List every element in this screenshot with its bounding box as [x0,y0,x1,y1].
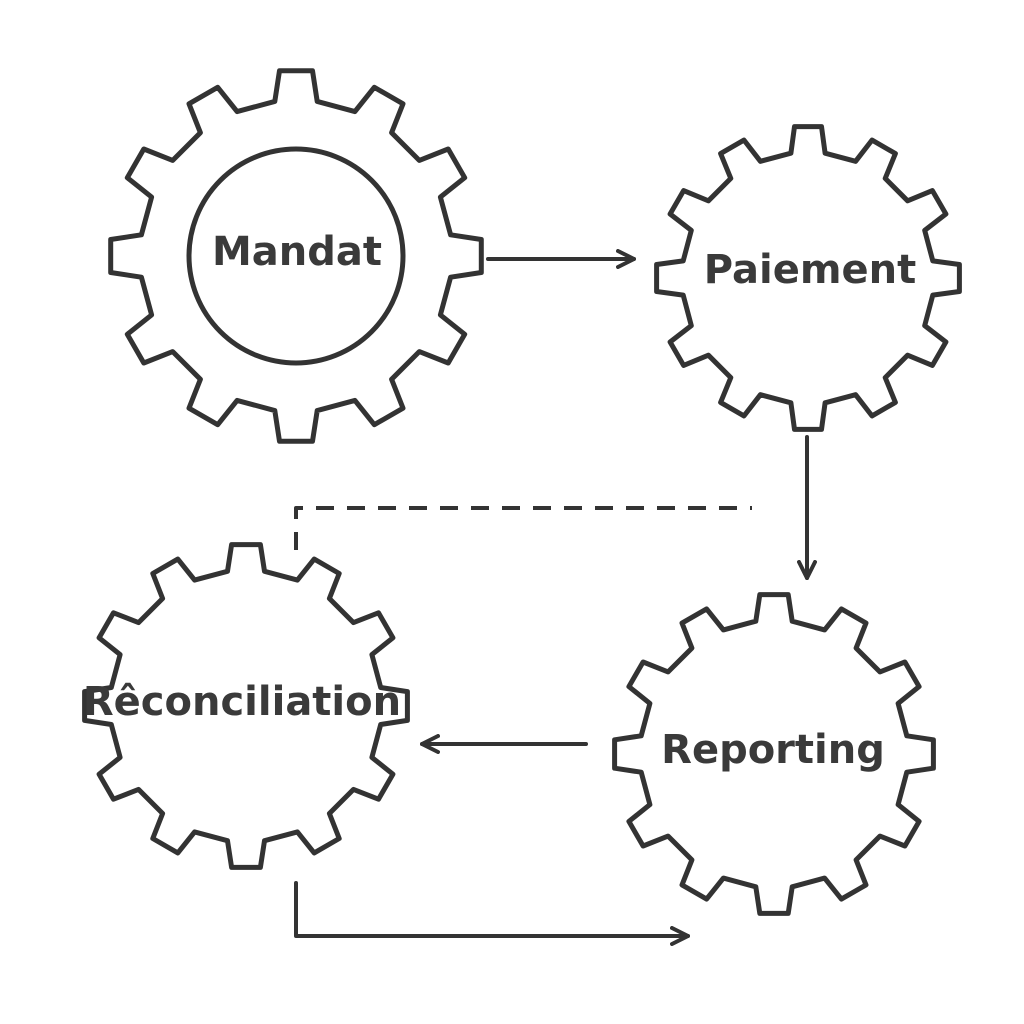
gear-mandat-shape [108,68,484,444]
node-label-mandat: Mandat [212,229,382,275]
gear-paiement: Paiement [654,124,962,432]
node-label-reporting: Reporting [661,727,885,773]
edge-reconciliation-to-paiement-dashed [294,506,752,550]
gear-mandat: Mandat [108,68,484,444]
connectors [294,249,817,946]
gear-reporting: Reporting [612,592,936,916]
edge-reconciliation-to-reporting [294,881,690,946]
gear-paiement-shape [654,124,962,432]
gear-reconciliation-shape [82,542,410,870]
gear-mandat-hub [186,146,406,366]
node-label-paiement: Paiement [704,247,916,293]
gear-reconciliation: Rêconciliation [82,542,410,870]
node-label-reconciliation: Rêconciliation [83,679,401,725]
gear-reporting-shape [612,592,936,916]
